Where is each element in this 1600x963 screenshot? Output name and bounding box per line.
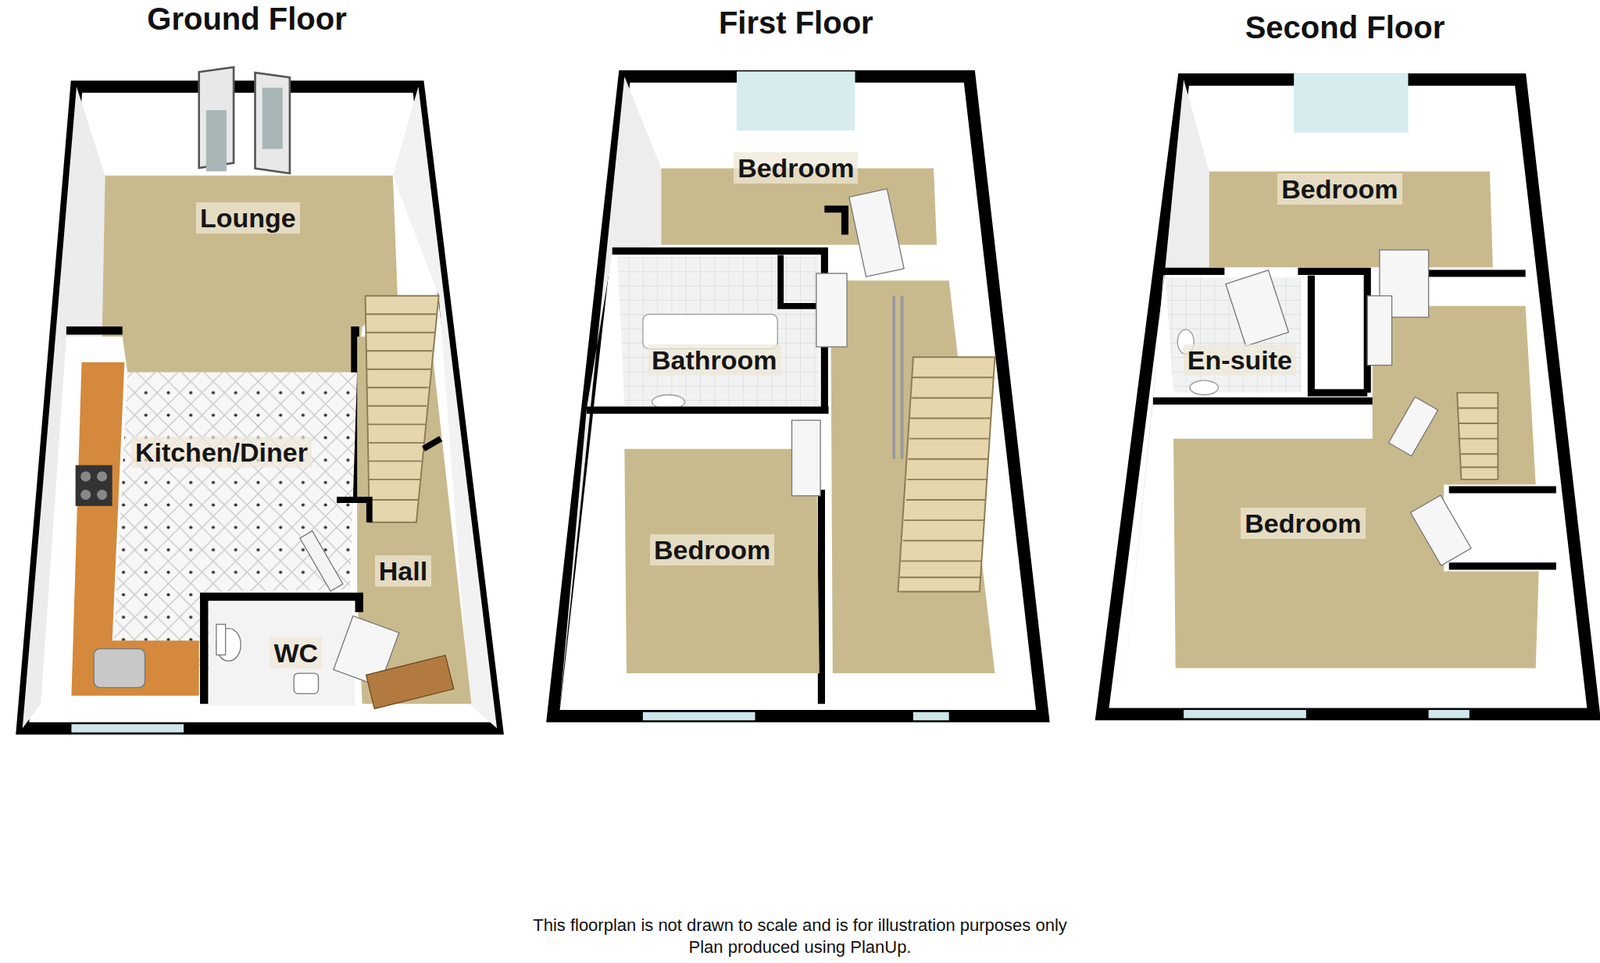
window: [736, 71, 856, 131]
floor-heading: First Floor: [718, 5, 874, 40]
kitchen-door: [300, 531, 343, 592]
floor-plan: Ground FloorLoungeKitchen/DinerHallWC: [15, 0, 506, 735]
window: [642, 712, 950, 721]
bedroom-floor: [1173, 439, 1540, 669]
hob-ring: [80, 471, 91, 482]
room-area: Lounge: [146, 182, 350, 254]
outer-wall: [22, 86, 497, 729]
room-label: Bedroom: [733, 152, 858, 184]
wc-floor: [209, 602, 356, 707]
door: [1367, 296, 1392, 366]
window: [1293, 73, 1408, 133]
caption: This floorplan is not drawn to scale and…: [0, 915, 1600, 936]
door: [792, 420, 822, 497]
door: [849, 189, 904, 278]
first-floor-plan: [553, 71, 1043, 716]
window: [71, 724, 184, 733]
landing-floor: [830, 280, 995, 674]
window: [1183, 710, 1470, 718]
basin: [293, 673, 318, 694]
inner-wall: [586, 209, 845, 704]
outer-wall: [1102, 79, 1595, 715]
room-label: Lounge: [196, 202, 300, 234]
credit-note: Plan produced using PlanUp.: [0, 937, 1600, 958]
toilet-cistern: [216, 624, 226, 655]
room-area: Bedroom: [703, 142, 888, 194]
door-panel: [262, 87, 283, 149]
room-label: Bedroom: [650, 534, 775, 566]
floor-plan: Second FloorBedroomEn-suiteBedroom: [1093, 0, 1600, 735]
room-area: Hall: [367, 550, 439, 592]
inner-wall: [336, 439, 441, 523]
door: [816, 273, 847, 347]
room-label: WC: [269, 637, 322, 669]
room-label: Bathroom: [647, 344, 782, 376]
hob-ring: [80, 489, 91, 500]
hob-ring: [96, 471, 108, 482]
floor-heading: Second Floor: [1245, 10, 1446, 45]
floor-plan: First FloorBedroomBathroomBedroom: [546, 0, 1052, 735]
second-floor-plan: [1102, 73, 1595, 715]
toilet: [1189, 380, 1219, 395]
stairs: [897, 357, 995, 592]
door: [1410, 495, 1472, 566]
stairs: [1457, 392, 1498, 480]
floor-heading: Ground Floor: [146, 1, 347, 36]
bedroom-floor: [1209, 171, 1493, 268]
worktop: [71, 362, 199, 697]
room-area: Kitchen/Diner: [114, 421, 329, 483]
stair-treads: [1457, 407, 1498, 468]
room-label: En-suite: [1183, 344, 1297, 376]
cupboard-wall: [780, 255, 822, 307]
front-door: [366, 655, 454, 709]
stairs: [365, 296, 440, 523]
door: [1225, 270, 1289, 347]
french-door: [255, 72, 290, 174]
ground-floor-plan: [22, 67, 497, 729]
room-area: Bathroom: [627, 339, 801, 381]
hob-ring: [96, 489, 108, 500]
room-label: Kitchen/Diner: [131, 436, 312, 468]
hob: [75, 465, 113, 507]
room-area: Bedroom: [1247, 163, 1432, 215]
door-panel: [206, 110, 227, 172]
room-area: Bedroom: [1200, 487, 1405, 559]
bath: [642, 314, 778, 349]
banister: [893, 296, 902, 460]
bedroom-floor: [624, 449, 819, 674]
room-label: Hall: [375, 555, 432, 587]
room-area: Bedroom: [625, 519, 800, 581]
wc-wall: [203, 596, 360, 704]
room-area: En-suite: [1178, 339, 1302, 381]
stair-treads: [365, 314, 437, 500]
bathroom-floor: [617, 257, 820, 407]
outer-wall: [553, 76, 1043, 717]
room-label: Bedroom: [1277, 173, 1402, 205]
door: [1388, 396, 1438, 457]
room-label: Bedroom: [1240, 507, 1365, 540]
sink: [93, 649, 145, 689]
room-area: WC: [260, 632, 332, 674]
stair-treads: [900, 377, 994, 578]
